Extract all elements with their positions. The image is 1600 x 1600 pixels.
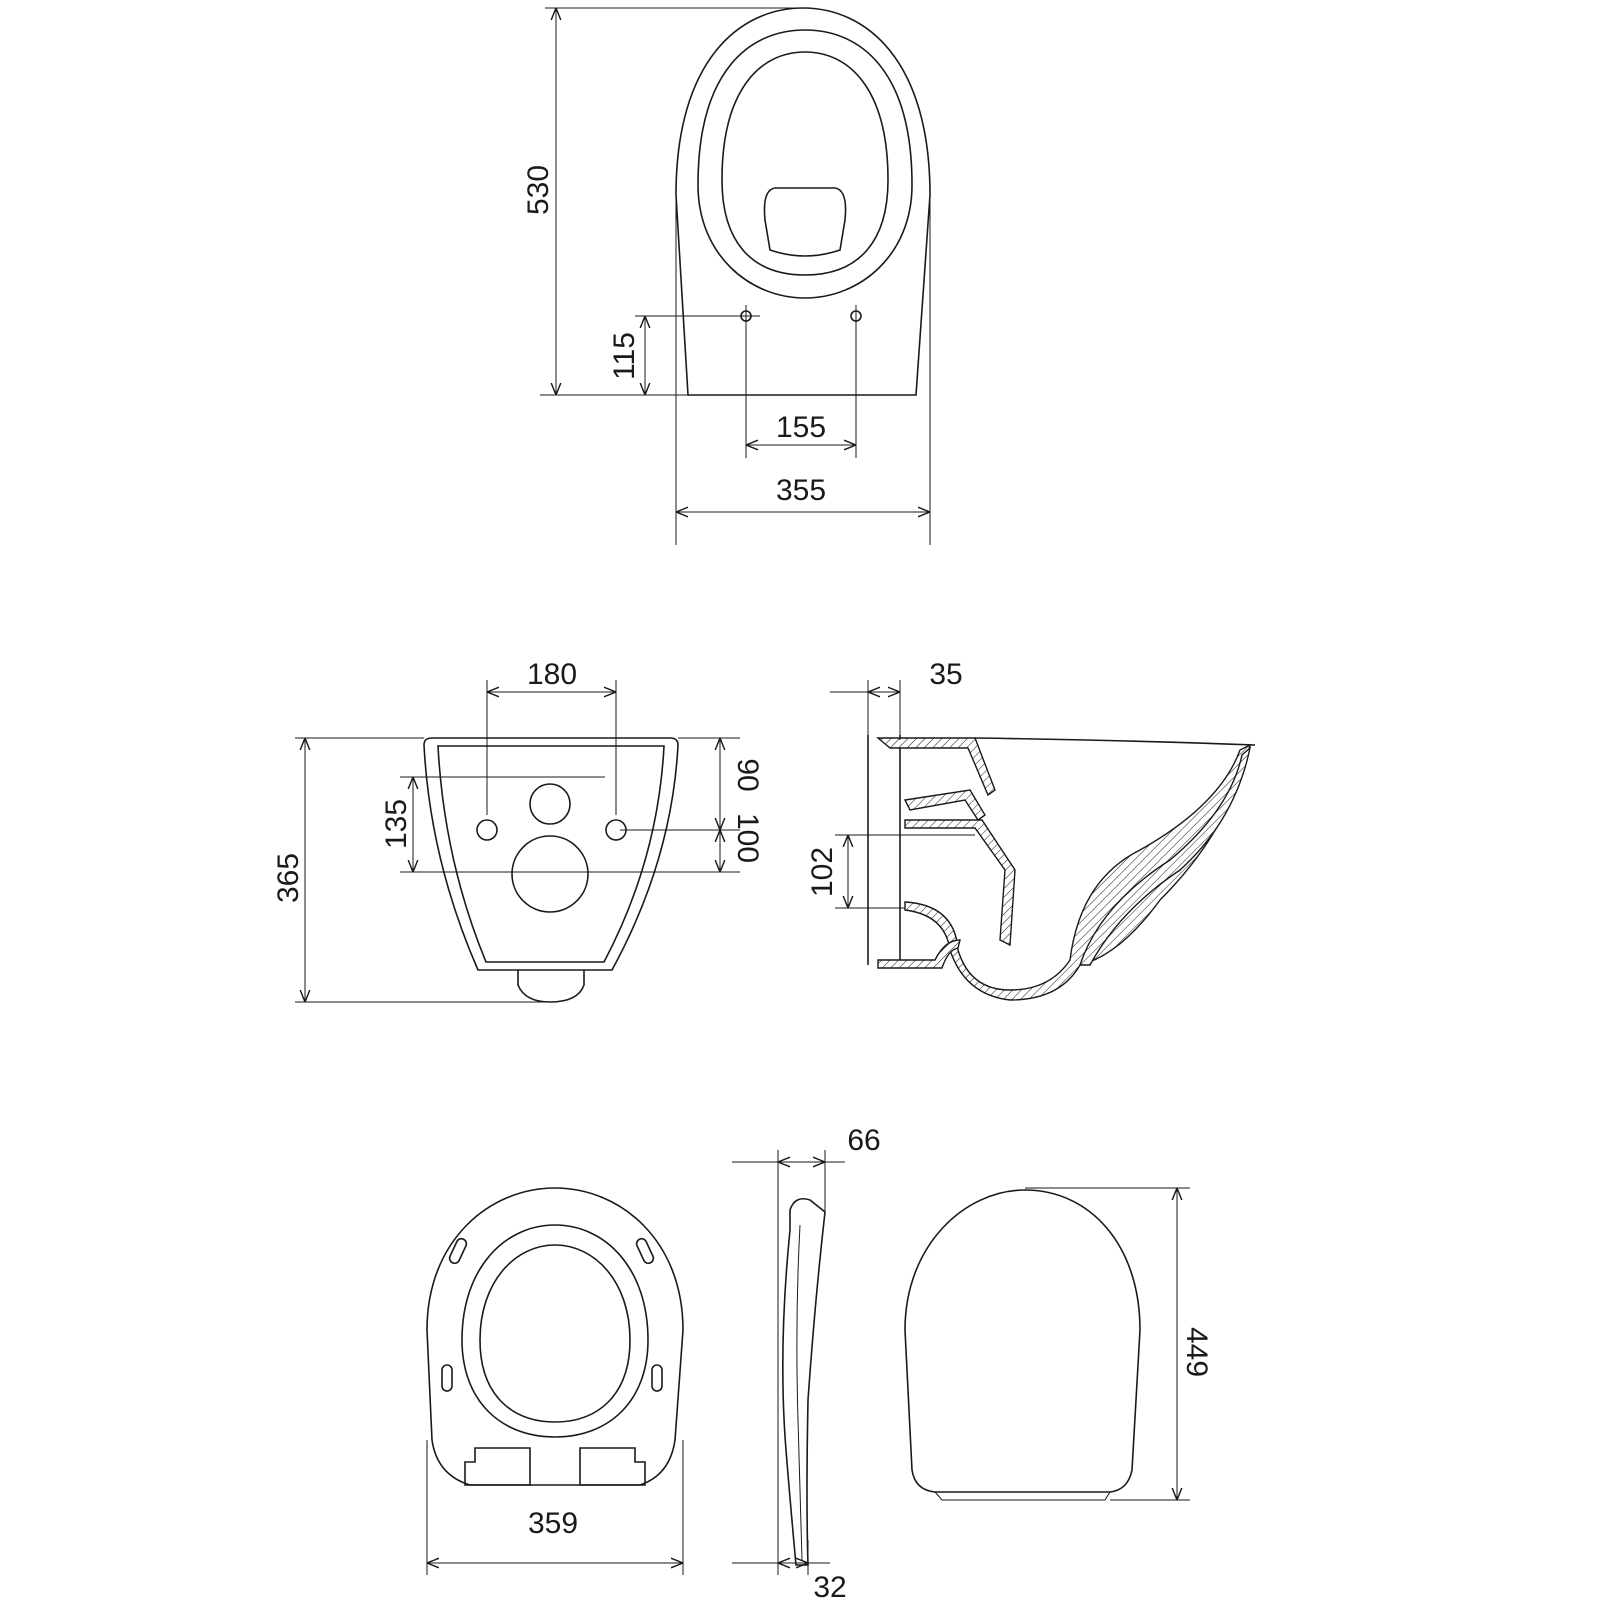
bowl-top-line	[974, 737, 1256, 746]
rear-view: 180 365 135 90 100	[272, 658, 764, 1003]
dim-bolt-spacing-180: 180	[527, 658, 577, 691]
dim-outlet-height-102: 102	[806, 847, 839, 897]
seat-side-inner	[796, 1224, 803, 1561]
dim-width-355: 355	[776, 474, 826, 507]
lid-outline	[904, 1189, 1141, 1493]
top-view: 530 115 155 355	[522, 7, 931, 545]
hinge-right	[579, 1447, 646, 1486]
bumper	[448, 1237, 468, 1265]
section-bowl-inner	[1079, 746, 1252, 966]
bowl-rim	[697, 29, 913, 299]
dim-lid-length-449: 449	[1180, 1327, 1213, 1377]
section-channel	[904, 819, 1016, 947]
section-top	[876, 737, 996, 797]
outlet-hole	[511, 835, 589, 913]
bumper	[441, 1364, 453, 1392]
dim-bolt-height-115: 115	[608, 332, 641, 380]
dim-seat-width-359: 359	[528, 1507, 578, 1540]
dim-offset-135: 135	[380, 799, 413, 849]
dim-bolt-spacing-155: 155	[776, 411, 826, 444]
seat-inner-ring	[461, 1224, 649, 1438]
dim-offset-100: 100	[731, 813, 764, 863]
lid-view: 449	[904, 1187, 1213, 1501]
dim-offset-90: 90	[731, 758, 764, 791]
rear-outline	[423, 737, 679, 971]
bolt-hole	[476, 819, 498, 841]
inlet-hole	[529, 783, 571, 825]
seat-opening	[479, 1244, 631, 1423]
bowl-outline	[675, 7, 931, 396]
dim-height-365: 365	[272, 853, 305, 903]
dim-seat-thickness-32: 32	[813, 1571, 846, 1600]
rear-inner	[437, 745, 665, 963]
section-view: 35 102	[806, 658, 1256, 1001]
lid-hinge-edge	[934, 1491, 1111, 1501]
bowl-outlet	[763, 187, 847, 257]
rear-outlet-bump	[517, 970, 585, 1003]
seat-side-outline	[782, 1197, 826, 1566]
dim-seat-side-66: 66	[847, 1124, 880, 1157]
seat-side-view: 66 32	[732, 1124, 881, 1600]
seat-outline	[426, 1187, 684, 1486]
bumper	[651, 1364, 663, 1392]
dim-length-530: 530	[522, 165, 555, 215]
dim-wall-offset-35: 35	[929, 658, 962, 691]
section-bowl	[904, 743, 1252, 1001]
hinge-left	[464, 1447, 531, 1486]
section-base	[877, 939, 961, 969]
bowl-inner	[721, 51, 889, 276]
seat-view: 359	[426, 1187, 684, 1575]
bumper	[635, 1237, 655, 1265]
section-flush	[903, 789, 986, 821]
